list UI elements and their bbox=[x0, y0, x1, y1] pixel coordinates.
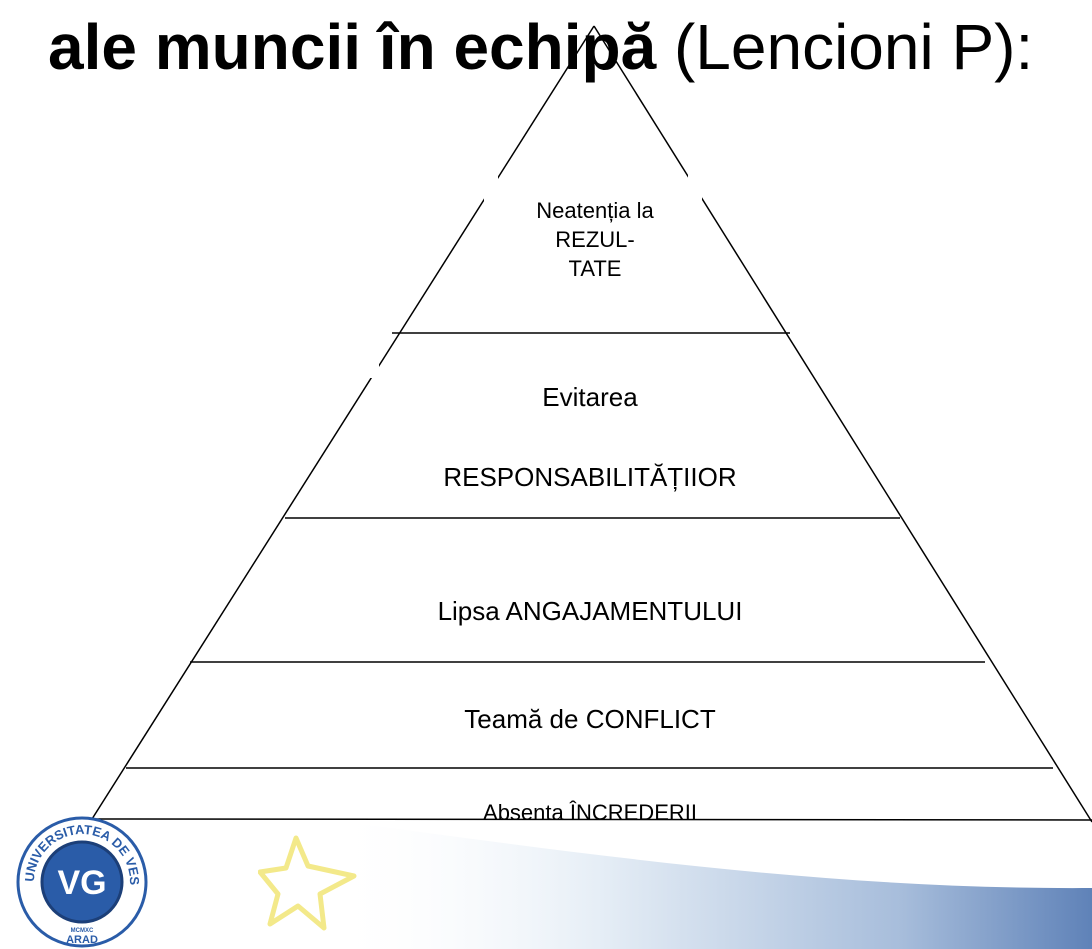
level-trust-clip: Absenta ÎNCREDERII bbox=[380, 798, 800, 820]
slide-title: ale muncii în echipă (Lencioni P): bbox=[48, 4, 1033, 90]
footer-gradient-band bbox=[330, 820, 1092, 949]
level-accountability-line-1: Evitarea bbox=[542, 382, 638, 412]
university-logo: UNIVERSITATEA DE VEST VASILE GOLDIȘ VG M… bbox=[12, 812, 148, 948]
logo-city: ARAD bbox=[66, 934, 98, 946]
pyramid-right-edge bbox=[593, 25, 1092, 823]
level-results-line: REZUL- bbox=[555, 227, 635, 252]
level-trust: Absenta ÎNCREDERII bbox=[483, 800, 697, 820]
level-conflict: Teamă de CONFLICT bbox=[464, 704, 716, 734]
level-results-line: TATE bbox=[568, 256, 622, 281]
title-regular: (Lencioni P): bbox=[656, 11, 1034, 83]
title-bold: ale muncii în echipă bbox=[48, 11, 657, 83]
logo-small-text: MCMXC bbox=[71, 928, 94, 934]
star-icon bbox=[258, 835, 357, 931]
logo-monogram: VG bbox=[57, 864, 106, 902]
level-accountability-line-2: RESPONSABILITĂȚIIOR bbox=[443, 462, 737, 492]
level-results-line: Neatenția la bbox=[536, 198, 654, 223]
level-results: Neatenția la REZUL- TATE bbox=[490, 196, 700, 283]
level-commitment: Lipsa ANGAJAMENTULUI bbox=[437, 596, 743, 626]
pyramid-left-edge bbox=[91, 25, 595, 820]
pyramid-base-line bbox=[91, 818, 1092, 821]
